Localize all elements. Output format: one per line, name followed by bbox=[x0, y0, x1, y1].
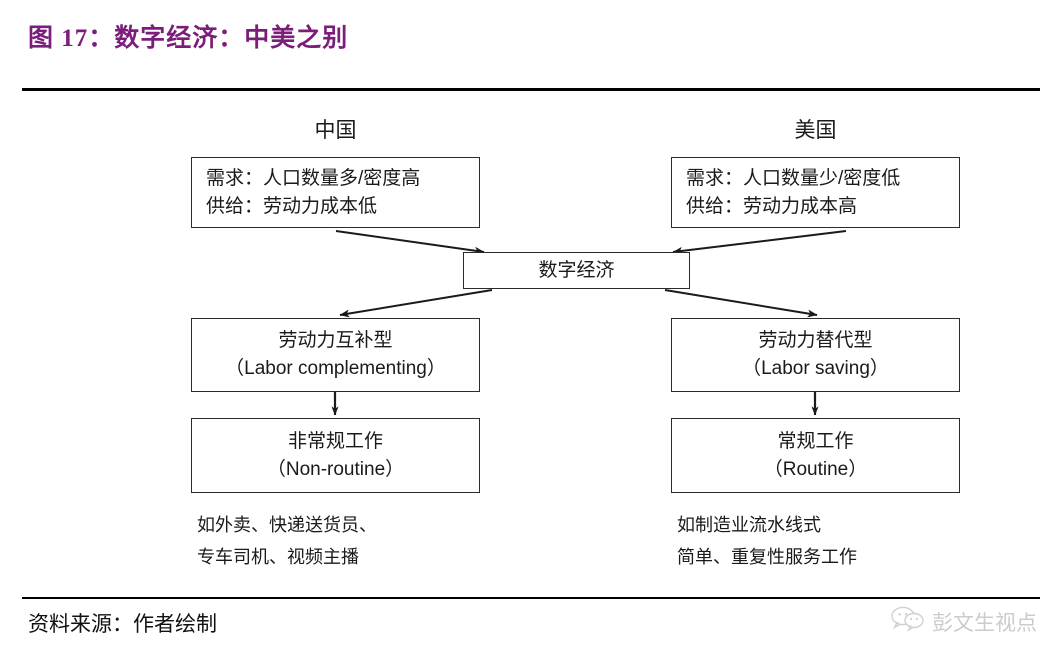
box-us-conditions[interactable]: 需求：人口数量少/密度低 供给：劳动力成本高 bbox=[671, 157, 960, 228]
box-us-labor-type-cn: 劳动力替代型 bbox=[758, 330, 873, 352]
box-china-labor-type-en: （Labor complementing） bbox=[225, 358, 446, 379]
box-china-conditions-supply: 供给：劳动力成本低 bbox=[206, 195, 378, 217]
box-china-job-type[interactable]: 非常规工作 （Non-routine） bbox=[191, 418, 480, 493]
wechat-icon bbox=[891, 606, 925, 637]
edge-center-to-china-type bbox=[339, 289, 493, 318]
source-note: 资料来源：作者绘制 bbox=[28, 612, 217, 636]
page-title: 图 17：数字经济：中美之别 bbox=[28, 25, 349, 52]
column-heading-us: 美国 bbox=[794, 119, 837, 142]
box-china-labor-type[interactable]: 劳动力互补型 （Labor complementing） bbox=[191, 318, 480, 392]
note-us-examples: 如制造业流水线式 简单、重复性服务工作 bbox=[677, 510, 857, 573]
box-us-job-type-cn: 常规工作 bbox=[777, 430, 854, 452]
note-us-examples-line1: 如制造业流水线式 bbox=[677, 515, 821, 535]
box-us-labor-type[interactable]: 劳动力替代型 （Labor saving） bbox=[671, 318, 960, 392]
note-us-examples-line2: 简单、重复性服务工作 bbox=[677, 546, 857, 567]
box-us-job-type[interactable]: 常规工作 （Routine） bbox=[671, 418, 960, 493]
edge-center-to-us-type bbox=[664, 289, 818, 318]
box-china-job-type-en: （Non-routine） bbox=[266, 458, 405, 480]
box-us-labor-type-en: （Labor saving） bbox=[742, 358, 889, 379]
edge-china-condition-to-center bbox=[335, 230, 485, 255]
box-digital-economy[interactable]: 数字经济 bbox=[463, 252, 690, 289]
box-us-job-type-en: （Routine） bbox=[763, 458, 868, 480]
column-heading-china: 中国 bbox=[314, 119, 357, 142]
edge-us-condition-to-center bbox=[672, 230, 847, 255]
footer-divider bbox=[22, 597, 1040, 599]
box-china-job-type-cn: 非常规工作 bbox=[287, 430, 383, 452]
watermark-text: 彭文生视点 bbox=[932, 610, 1037, 635]
box-china-conditions-demand: 需求：人口数量多/密度高 bbox=[206, 167, 421, 189]
header-divider bbox=[22, 88, 1040, 91]
watermark: 彭文生视点 bbox=[891, 606, 1037, 637]
note-china-examples-line2: 专车司机、视频主播 bbox=[197, 546, 359, 567]
box-us-conditions-supply: 供给：劳动力成本高 bbox=[686, 195, 858, 217]
box-us-conditions-demand: 需求：人口数量少/密度低 bbox=[686, 167, 901, 189]
note-china-examples: 如外卖、快递送货员、 专车司机、视频主播 bbox=[197, 510, 377, 573]
note-china-examples-line1: 如外卖、快递送货员、 bbox=[197, 515, 377, 535]
box-china-labor-type-cn: 劳动力互补型 bbox=[278, 330, 393, 352]
box-digital-economy-label: 数字经济 bbox=[538, 259, 615, 281]
box-china-conditions[interactable]: 需求：人口数量多/密度高 供给：劳动力成本低 bbox=[191, 157, 480, 228]
